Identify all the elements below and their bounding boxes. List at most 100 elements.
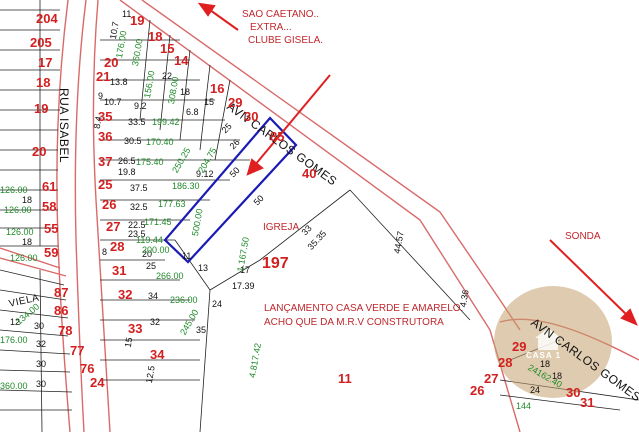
dimension-label: 19.8 — [118, 167, 136, 177]
dimension-label: 10.7 — [104, 97, 122, 107]
street-rua-isabel: RUA ISABEL — [57, 88, 71, 164]
dimension-label: 35 — [196, 325, 207, 335]
area-label: 177.63 — [158, 199, 186, 209]
lot-number: 20 — [32, 144, 47, 159]
area-label: 199.42 — [152, 117, 180, 127]
lot-number: 87 — [54, 285, 69, 300]
lot-number: 11 — [338, 371, 352, 386]
lot-number: 31 — [580, 395, 595, 410]
lot-number: 29 — [512, 339, 527, 354]
area-label: 236.00 — [170, 295, 198, 305]
dimension-label: 26.5 — [118, 156, 136, 166]
lot-number: 35 — [98, 109, 113, 124]
dimension-label: 8 — [102, 247, 108, 257]
house-logo-icon — [535, 328, 561, 350]
dimension-label: 30 — [36, 379, 47, 389]
lot-number: 31 — [112, 263, 127, 278]
lot-number: 21 — [96, 69, 111, 84]
lot-number: 24 — [90, 375, 105, 390]
pointer-arrows — [197, 2, 638, 326]
lot-number: 205 — [30, 35, 52, 50]
dimension-label: 9.12 — [196, 169, 214, 179]
note-clube-gisela: CLUBE GISELA. — [248, 35, 324, 46]
lot-number: 204 — [36, 11, 58, 26]
area-label: 144 — [516, 401, 532, 411]
dimension-label: 23.5 — [128, 229, 146, 239]
lot-number: 30 — [566, 385, 581, 400]
dimension-label: 25 — [146, 261, 157, 271]
watermark-text: CASA 1 — [526, 351, 562, 360]
area-label: 360.00 — [0, 381, 28, 391]
dimension-label: 20 — [142, 249, 153, 259]
lot-number: 19 — [130, 13, 145, 28]
highlighted-lot[interactable] — [163, 116, 298, 264]
area-label: 170.40 — [146, 137, 174, 147]
lot-number: 86 — [54, 303, 69, 318]
dimension-label: 32 — [150, 317, 161, 327]
dimension-label: 15 — [204, 97, 215, 107]
dimension-label: 30.5 — [124, 136, 142, 146]
lot-number: 28 — [110, 239, 125, 254]
dimension-label: 18 — [552, 371, 563, 381]
lot-number: 197 — [262, 255, 289, 272]
area-label: 126.00 — [10, 253, 38, 263]
lot-number: 30 — [244, 109, 259, 124]
dimension-label: 17.39 — [232, 281, 255, 291]
lot-number: 61 — [42, 179, 57, 194]
lot-number: 25 — [98, 177, 113, 192]
note-mrv: ACHO QUE DA M.R.V CONSTRUTORA — [264, 317, 444, 328]
lot-number: 14 — [174, 53, 189, 68]
lot-number: 55 — [44, 221, 59, 236]
dimension-label: 24 — [530, 385, 541, 395]
area-label: 186.30 — [172, 181, 200, 191]
lot-number: 17 — [38, 55, 53, 70]
dimension-label: 17 — [240, 265, 251, 275]
dimension-label: 32 — [36, 339, 47, 349]
note-lancamento: LANÇAMENTO CASA VERDE E AMARELO. — [264, 303, 464, 314]
dimension-label: 11 — [182, 251, 192, 261]
dimension-label: 34 — [148, 291, 159, 301]
lot-number: 26 — [102, 197, 117, 212]
dimension-label: 24 — [212, 299, 223, 309]
lot-number: 85 — [270, 129, 285, 144]
lot-number: 36 — [98, 129, 113, 144]
dimension-label: 22 — [162, 71, 173, 81]
lot-number: 77 — [70, 343, 85, 358]
dimension-label: 30 — [34, 321, 45, 331]
area-label: 171.45 — [144, 217, 172, 227]
dimension-label: 6.8 — [186, 107, 199, 117]
lot-number: 19 — [34, 101, 49, 116]
dimension-label: 15 — [122, 336, 135, 349]
lot-number: 18 — [36, 75, 51, 90]
area-label: 200.00 — [142, 245, 170, 255]
lot-number: 40 — [302, 166, 317, 181]
note-sao-caetano: SAO CAETANO.. — [242, 9, 320, 20]
lot-number: 33 — [128, 321, 143, 336]
lot-number: 59 — [44, 245, 59, 260]
area-label: 175.40 — [136, 157, 164, 167]
lot-number: 29 — [228, 95, 243, 110]
dimension-label: 18 — [22, 195, 33, 205]
lot-number: 28 — [498, 355, 513, 370]
area-label: 119.44 — [136, 235, 163, 245]
dimension-label: 30 — [36, 359, 47, 369]
dimension-label: 13.8 — [110, 77, 128, 87]
lot-number: 34 — [150, 347, 165, 362]
dimension-label: 18 — [22, 237, 33, 247]
note-sonda: SONDA — [565, 231, 601, 242]
area-label: 176.00 — [0, 335, 28, 345]
dimension-label: 22.5 — [128, 220, 146, 230]
dimension-label: 11 — [122, 9, 132, 19]
dimension-label: 9.2 — [134, 101, 147, 111]
lot-number: 27 — [106, 219, 121, 234]
area-label: 126.00 — [0, 185, 28, 195]
area-label: 266.00 — [156, 271, 184, 281]
lot-number: 32 — [118, 287, 133, 302]
dimension-label: 37.5 — [130, 183, 148, 193]
lot-number: 78 — [58, 323, 73, 338]
dimension-label: 13 — [198, 263, 209, 273]
dimension-label: 33.5 — [128, 117, 146, 127]
note-igreja: IGREJA — [263, 222, 300, 233]
lot-number: 20 — [104, 55, 119, 70]
